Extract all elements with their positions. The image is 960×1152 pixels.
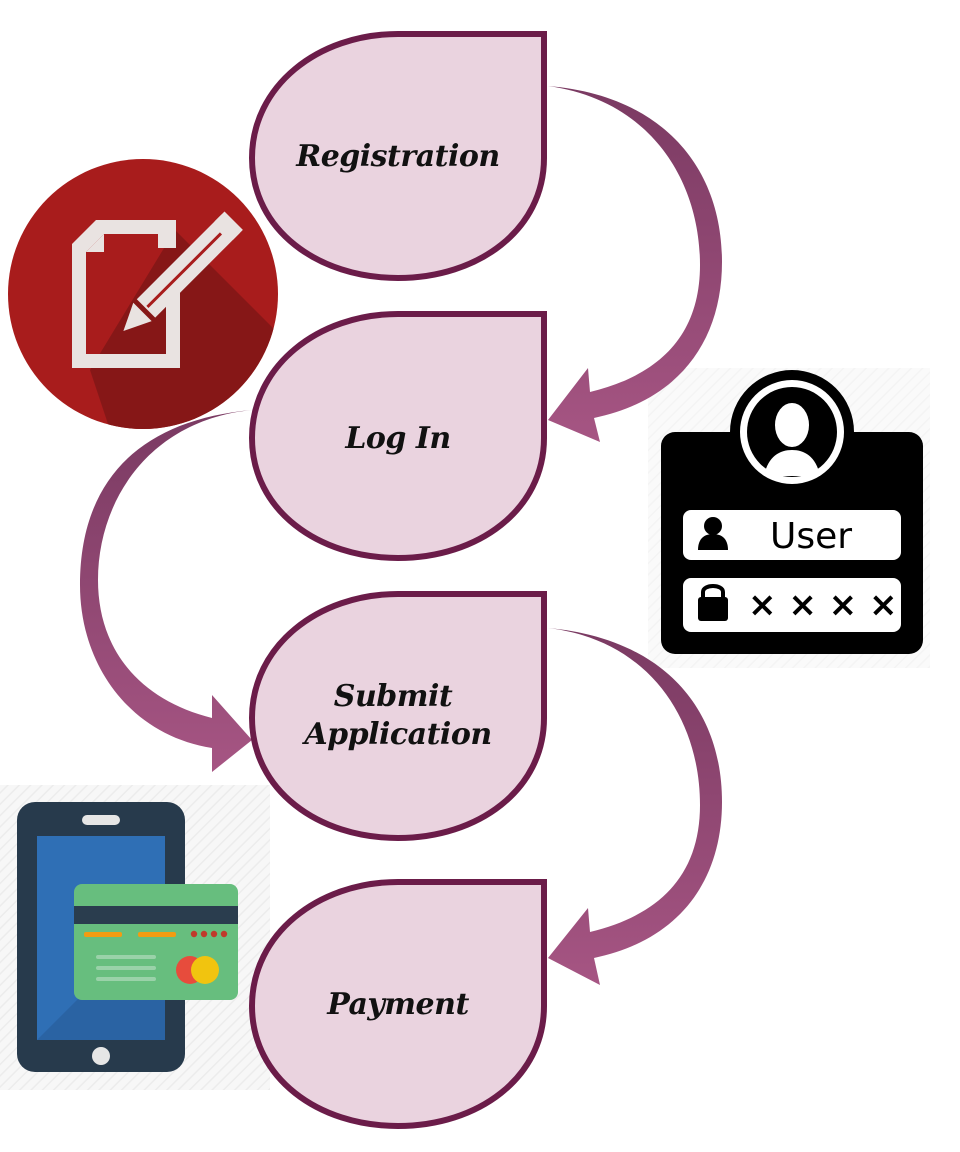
user-icon [698, 517, 728, 550]
step-label: Registration [295, 139, 499, 174]
step-label: Submit Application [301, 679, 491, 752]
arrow-submit-to-payment [548, 628, 722, 985]
step-label-line: Payment [326, 987, 469, 1022]
step-submit-application: Submit Application [248, 591, 547, 842]
document-pencil-icon [8, 159, 278, 429]
arrow-login-to-submit [80, 410, 252, 772]
step-payment: Payment [248, 879, 547, 1130]
user-login-card-icon: User × × × × [661, 370, 923, 654]
step-label: Log In [344, 421, 450, 456]
arrow-registration-to-login [548, 86, 722, 442]
phone-credit-card-icon [17, 802, 238, 1072]
lock-icon [698, 584, 728, 621]
step-label-line: Log In [344, 421, 450, 456]
step-login: Log In [248, 311, 547, 562]
step-label-line: Application [301, 717, 491, 752]
step-registration: Registration [248, 31, 547, 282]
login-user-label: User [770, 516, 852, 557]
login-password-mask: × × × × [748, 585, 897, 625]
step-label-line: Submit [334, 679, 453, 714]
step-label: Payment [326, 987, 469, 1022]
step-label-line: Registration [295, 139, 499, 174]
